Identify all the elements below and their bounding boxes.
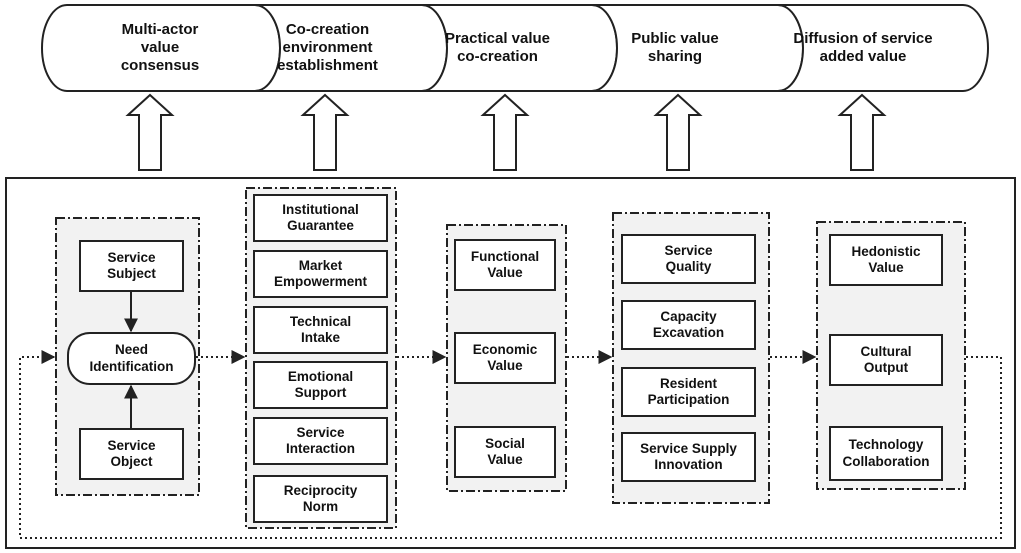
dotted-arrows (19, 350, 1002, 539)
service-object-label: Service Object (107, 437, 156, 469)
service-interaction-label: Service Interaction (285, 424, 355, 456)
functional-value-box (454, 239, 556, 291)
stage-label-1: Multi-actor value consensus (120, 21, 200, 74)
hedonistic-value-box (829, 234, 943, 286)
service-quality-label: Service Quality (664, 242, 713, 274)
technical-intake-box (253, 306, 388, 354)
stage-label-4: Public value sharing (631, 30, 719, 65)
technical-intake-label: Technical Intake (289, 313, 352, 345)
functional-value-label: Functional Value (470, 248, 540, 280)
cultural-output-box (829, 334, 943, 386)
market-empowerment-box (253, 250, 388, 298)
social-value-label: Social Value (485, 435, 525, 467)
service-quality-box (621, 234, 756, 284)
service-supply-innovation-label: Service Supply Innovation (640, 440, 737, 472)
need-identification-box (67, 332, 196, 385)
stage-label-5: Diffusion of service added value (793, 30, 933, 65)
technology-collaboration-label: Technology Collaboration (842, 437, 930, 469)
market-empowerment-label: Market Empowerment (273, 257, 368, 289)
cultural-output-label: Cultural Output (860, 343, 912, 375)
emotional-support-box (253, 361, 388, 409)
resident-participation-label: Resident Participation (647, 375, 730, 407)
stage-banner (41, 4, 989, 92)
stage-label-2: Co-creation environment establishment (277, 21, 378, 74)
up-arrow-1 (125, 93, 175, 171)
economic-value-label: Economic Value (472, 341, 538, 373)
stage-label-3: Practical value co-creation (444, 30, 551, 65)
up-arrow-3 (480, 93, 530, 171)
reciprocity-norm-box (253, 475, 388, 523)
need-identification-label: Need Identification (89, 342, 174, 374)
service-interaction-box (253, 417, 388, 465)
stage-5-shape (777, 4, 989, 92)
technology-collaboration-box (829, 426, 943, 481)
capacity-excavation-box (621, 300, 756, 350)
capacity-excavation-label: Capacity Excavation (652, 308, 725, 340)
emotional-support-label: Emotional Support (287, 368, 354, 400)
service-subject-box (79, 240, 184, 292)
reciprocity-norm-label: Reciprocity Norm (283, 482, 358, 514)
group-2-frame (245, 187, 397, 529)
institutional-guarantee-box (253, 194, 388, 242)
node-boxes (67, 194, 943, 523)
up-arrow-2 (300, 93, 350, 171)
service-supply-innovation-box (621, 432, 756, 482)
up-arrow-5 (837, 93, 887, 171)
hedonistic-value-label: Hedonistic Value (851, 243, 921, 275)
economic-value-box (454, 332, 556, 384)
feedback-loop-arrow (19, 350, 1002, 539)
social-value-box (454, 426, 556, 478)
resident-participation-box (621, 367, 756, 417)
up-arrow-4 (653, 93, 703, 171)
service-subject-label: Service Subject (107, 249, 156, 281)
institutional-guarantee-label: Institutional Guarantee (282, 201, 359, 233)
service-object-box (79, 428, 184, 480)
up-arrows (125, 93, 887, 171)
